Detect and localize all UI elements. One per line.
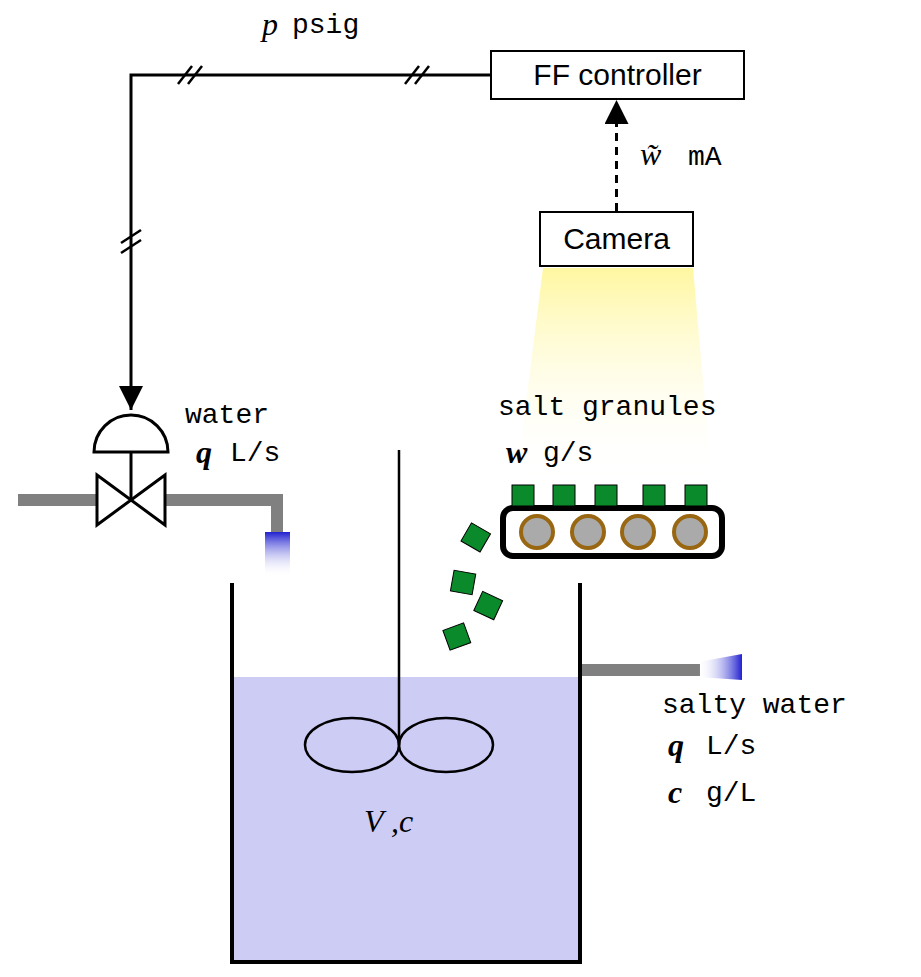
sensor-box: Camera: [539, 211, 694, 267]
variable-symbol: q: [196, 436, 212, 468]
tank-liquid: [232, 677, 580, 962]
variable-symbol: c: [668, 776, 682, 808]
tank-variables: V ,c: [364, 805, 413, 837]
water-stream: [265, 532, 290, 577]
signal-unit: psig: [292, 12, 359, 40]
salt-granules: [443, 485, 707, 650]
variable-symbol: w: [506, 436, 527, 468]
variable-unit: L/s: [230, 440, 280, 468]
tank-wall: [232, 583, 580, 962]
stirrer: [305, 450, 493, 772]
signal-symbol: p: [262, 8, 278, 40]
variable-unit: g/s: [543, 440, 593, 468]
outlet-stream: [698, 654, 742, 680]
variable-symbol: q: [668, 729, 684, 761]
camera-light: [516, 268, 712, 482]
outlet-pipe: [582, 664, 700, 676]
signal-ticks: [121, 66, 429, 253]
signal-symbol: w̃: [640, 138, 661, 170]
stream-name: salty water: [662, 692, 847, 720]
stream-name: water: [185, 402, 269, 430]
control-valve: [94, 415, 168, 525]
stream-name: salt granules: [498, 394, 716, 422]
variable-unit: g/L: [706, 780, 756, 808]
node-text: FF controller: [533, 58, 701, 92]
signal-connector: [615, 100, 618, 211]
variable-unit: L/s: [706, 733, 756, 761]
pneumatic-signal-line: [131, 75, 490, 410]
conveyor-belt: [503, 508, 722, 556]
conveyor-rollers: [521, 516, 706, 548]
controller-box: FF controller: [490, 50, 745, 100]
signal-unit: mA: [688, 144, 722, 172]
node-text: Camera: [563, 222, 670, 256]
